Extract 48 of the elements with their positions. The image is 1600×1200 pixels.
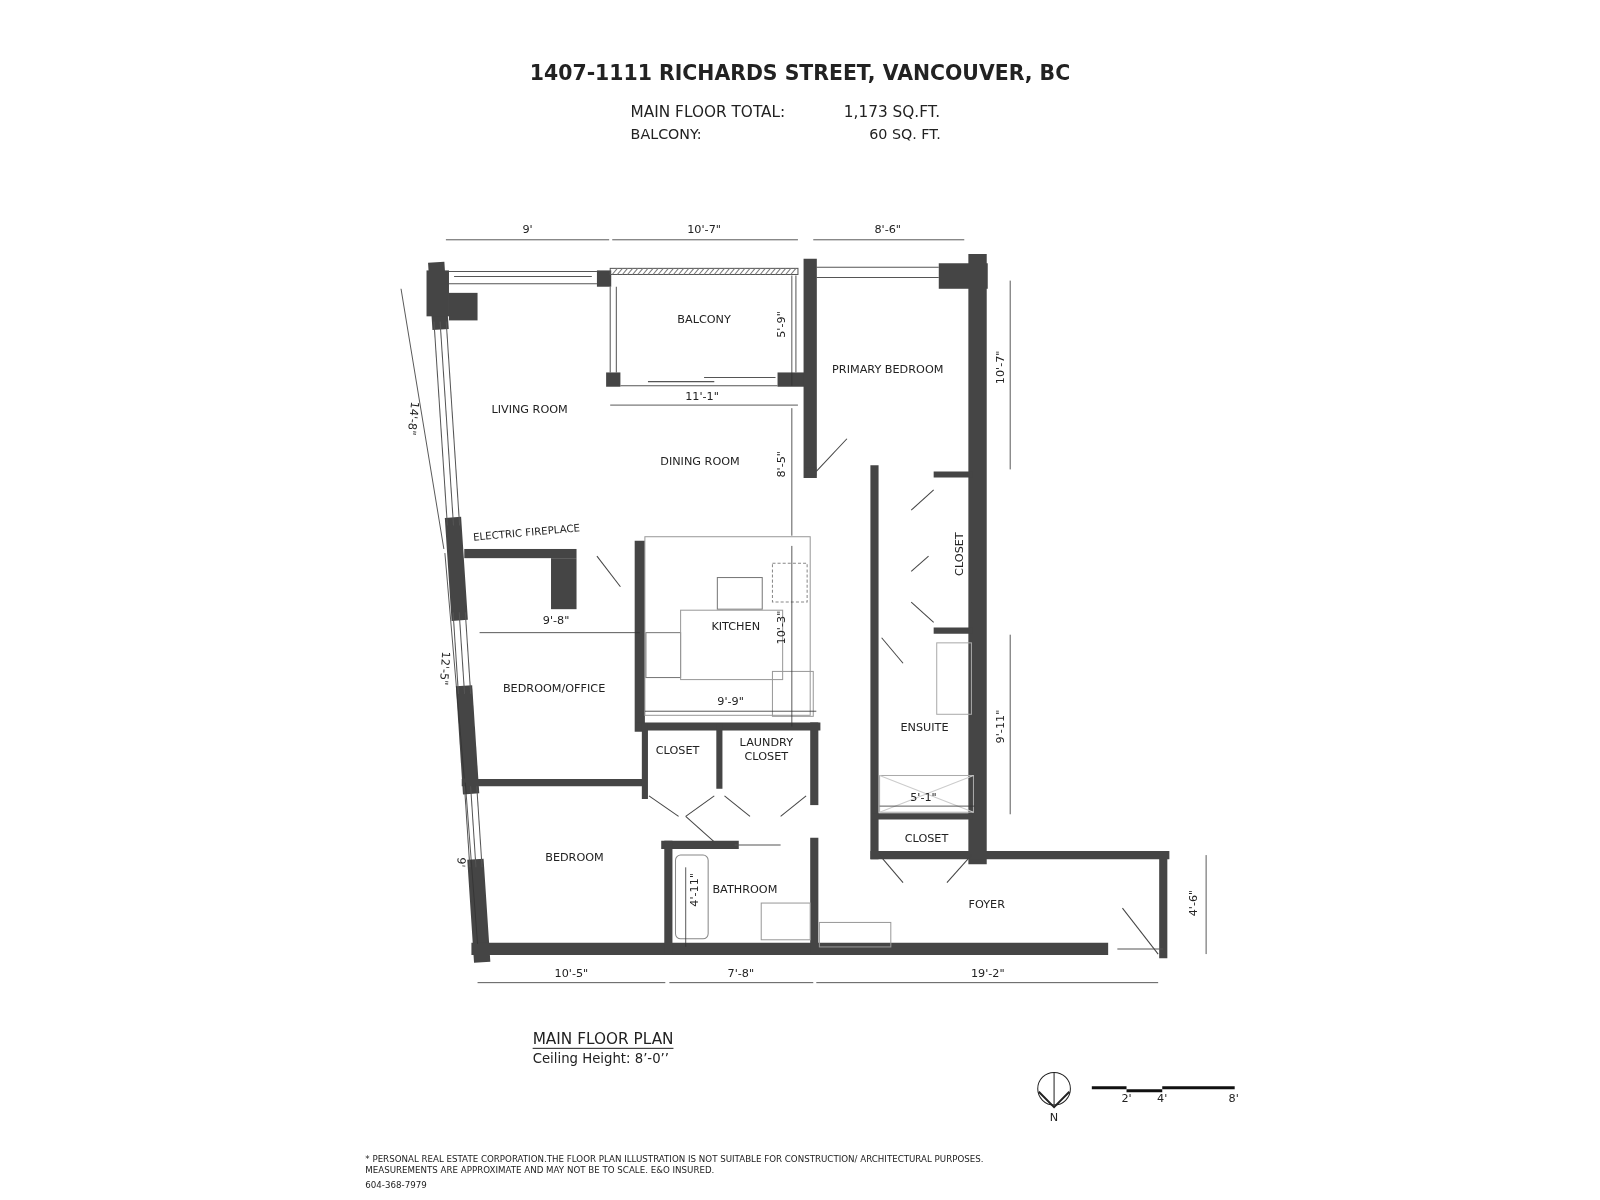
room-name: DINING ROOM — [660, 455, 740, 469]
area-value: 60 SQ. FT. — [869, 125, 941, 142]
north-label: N — [1049, 1111, 1059, 1125]
room-name: LAUNDRY CLOSET — [730, 737, 803, 763]
ceiling-height-note: Ceiling Height: 8’-0’’ — [532, 1051, 670, 1067]
room-name: BATHROOM — [712, 883, 778, 897]
room-name: ENSUITE — [900, 722, 949, 735]
dimension-label: 9'-11" — [994, 709, 1008, 744]
room-name: BALCONY — [677, 313, 731, 327]
dimension-label: 10'-3" — [776, 610, 790, 645]
area-label: MAIN FLOOR TOTAL: — [630, 103, 786, 122]
dimension-label: 14'-8" — [404, 400, 421, 436]
room-name: BEDROOM — [545, 851, 604, 865]
area-value: 1,173 SQ.FT. — [843, 103, 941, 122]
room-name: FOYER — [968, 898, 1005, 912]
dimension-label: 9'-9" — [717, 695, 744, 709]
room-name: CLOSET — [655, 744, 700, 758]
room-name: LIVING ROOM — [491, 403, 568, 417]
dimension-label: 9' — [522, 224, 533, 238]
room-name: BEDROOM/OFFICE — [502, 682, 606, 696]
dimension-label: 5'-1" — [910, 791, 937, 805]
dimension-label: 10'-5" — [554, 968, 589, 981]
dimension-label: 5'-9" — [776, 311, 790, 338]
title: 1407-1111 RICHARDS STREET, VANCOUVER, BC — [529, 61, 1071, 86]
fixture-label: ELECTRIC FIREPLACE — [472, 522, 581, 544]
disclaimer-note: * PERSONAL REAL ESTATE CORPORATION.THE FLOOR PLAN ILLUSTRATION IS NOT SUITABLE FOR CONSTRUCTION/ ARCHITECTURAL PURPOSES. MEASUREMENTS ARE APPROXIMATE AND MAY NOT BE TO SCALE. E&O INSURED. — [365, 1155, 985, 1176]
room-name: PRIMARY BEDROOM — [832, 363, 944, 377]
scale-label: 4' — [1157, 1092, 1168, 1106]
room-name: CLOSET — [904, 832, 949, 846]
area-label: BALCONY: — [630, 125, 702, 142]
plan-title: MAIN FLOOR PLAN — [532, 1030, 674, 1050]
room-name: CLOSET — [953, 532, 967, 576]
scale-label: 8' — [1228, 1092, 1239, 1106]
room-name: KITCHEN — [711, 621, 761, 634]
dimension-label: 10'-7" — [687, 224, 721, 238]
dimension-label: 10'-7" — [994, 350, 1008, 385]
dimension-label: 4'-11" — [688, 872, 702, 907]
dimension-label: 9'-8" — [542, 614, 570, 628]
dimension-label: 8'-6" — [874, 224, 902, 238]
dimension-label: 8'-5" — [776, 451, 790, 478]
dimension-label: 12'-5" — [436, 651, 452, 686]
scale-label: 2' — [1121, 1092, 1132, 1106]
dimension-label: 9' — [453, 856, 467, 868]
dimension-label: 4'-6" — [1187, 889, 1201, 917]
dimension-label: 19'-2" — [970, 968, 1005, 981]
phone-number: 604-368-7979 — [365, 1180, 427, 1191]
dimension-label: 7'-8" — [727, 968, 755, 981]
dimension-label: 11'-1" — [685, 390, 719, 404]
